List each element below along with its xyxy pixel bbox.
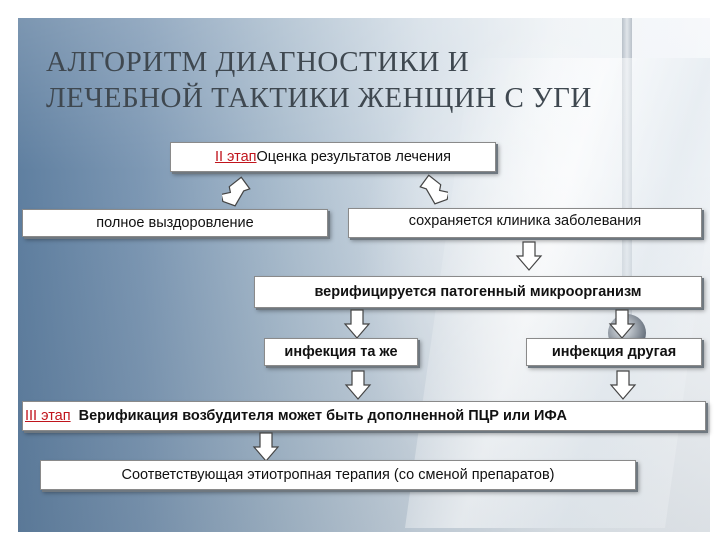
stage3-label: III этап <box>25 408 71 424</box>
arrow-down-icon <box>609 370 637 400</box>
stage2-box: II этап Оценка результатов лечения <box>170 142 496 172</box>
verified-box: верифицируется патогенный микроорганизм <box>254 276 702 308</box>
arrow-down-right-icon <box>416 174 448 206</box>
full-recovery-box: полное выздоровление <box>22 209 328 237</box>
title-line-1: АЛГОРИТМ ДИАГНОСТИКИ И <box>46 46 470 78</box>
arrow-down-icon <box>344 370 372 400</box>
title-line-2: ЛЕЧЕБНОЙ ТАКТИКИ ЖЕНЩИН С УГИ <box>46 82 592 114</box>
slide-title: АЛГОРИТМ ДИАГНОСТИКИ И ЛЕЧЕБНОЙ ТАКТИКИ … <box>46 44 686 116</box>
infection-same-box: инфекция та же <box>264 338 418 366</box>
stage2-label: II этап <box>214 149 257 165</box>
arrow-down-icon <box>608 309 636 339</box>
verified-text: верифицируется патогенный микроорганизм <box>314 284 642 300</box>
arrow-down-icon <box>252 432 280 462</box>
arrow-down-left-icon <box>222 176 254 208</box>
infection-other-text: инфекция другая <box>551 344 677 360</box>
infection-same-text: инфекция та же <box>284 344 398 360</box>
stage3-text: Верификация возбудителя может быть допол… <box>70 408 567 424</box>
infection-other-box: инфекция другая <box>526 338 702 366</box>
therapy-box: Соответствующая этиотропная терапия (со … <box>40 460 636 490</box>
therapy-text: Соответствующая этиотропная терапия (со … <box>121 467 555 483</box>
stage3-box: III этап Верификация возбудителя может б… <box>22 401 706 431</box>
persists-box: сохраняется клиника заболевания <box>348 208 702 238</box>
stage2-text: Оценка результатов лечения <box>256 149 452 165</box>
arrow-down-icon <box>515 241 543 271</box>
slide-background <box>18 18 710 532</box>
persists-text: сохраняется клиника заболевания <box>408 213 642 229</box>
arrow-down-icon <box>343 309 371 339</box>
full-recovery-text: полное выздоровление <box>96 215 254 231</box>
